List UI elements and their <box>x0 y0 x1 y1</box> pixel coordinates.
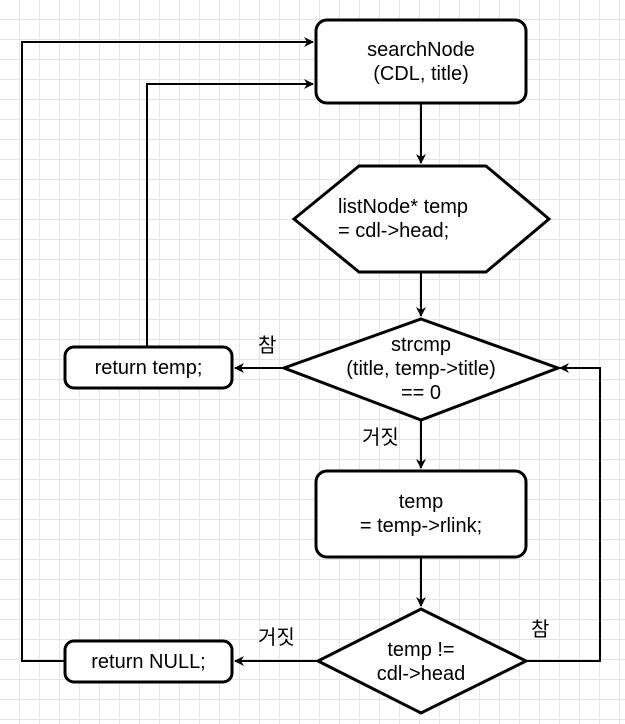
strcmp-line3: == 0 <box>400 382 442 404</box>
search-node-line1: searchNode <box>367 38 475 61</box>
strcmp-line1: strcmp <box>390 334 451 356</box>
search-node-line2: (CDL, title) <box>373 62 469 85</box>
loop-check-node: temp != cdl->head <box>330 630 512 694</box>
init-temp-node: listNode* temp = cdl->head; <box>294 166 524 272</box>
edge-return-temp-to-search <box>146 79 314 347</box>
strcmp-node: strcmp (title, temp->title) == 0 <box>284 322 558 416</box>
edge-loop-true-to-strcmp <box>526 363 601 662</box>
return-temp-node: return temp; <box>65 347 232 388</box>
init-temp-hexagon <box>291 164 552 274</box>
return-null-node: return NULL; <box>65 641 232 682</box>
loop-check-line1: temp != <box>387 639 455 661</box>
loop-check-decision <box>314 607 530 715</box>
return-temp-text: return temp; <box>94 356 203 379</box>
loop-check-line2: cdl->head <box>376 663 466 685</box>
search-node: searchNode (CDL, title) <box>316 20 526 103</box>
strcmp-true-label: 참 <box>258 335 277 357</box>
init-temp-line2: = cdl->head; <box>338 220 450 242</box>
edge-return-null-to-search <box>21 37 314 662</box>
loop-true-label: 참 <box>531 619 550 641</box>
search-node-box <box>314 18 528 105</box>
return-null-box <box>63 639 234 684</box>
strcmp-false-label: 거짓 <box>362 427 399 449</box>
advance-temp-box <box>314 469 528 559</box>
return-temp-box <box>63 345 234 390</box>
strcmp-decision <box>279 317 563 422</box>
advance-temp-line1: temp <box>398 491 444 513</box>
advance-temp-node: temp = temp->rlink; <box>316 471 526 557</box>
loop-false-label: 거짓 <box>258 627 295 649</box>
advance-temp-line2: = temp->rlink; <box>359 515 483 537</box>
init-temp-line1: listNode* temp <box>338 196 469 218</box>
strcmp-line2: (title, temp->title) <box>346 358 496 380</box>
return-null-text: return NULL; <box>91 650 206 673</box>
